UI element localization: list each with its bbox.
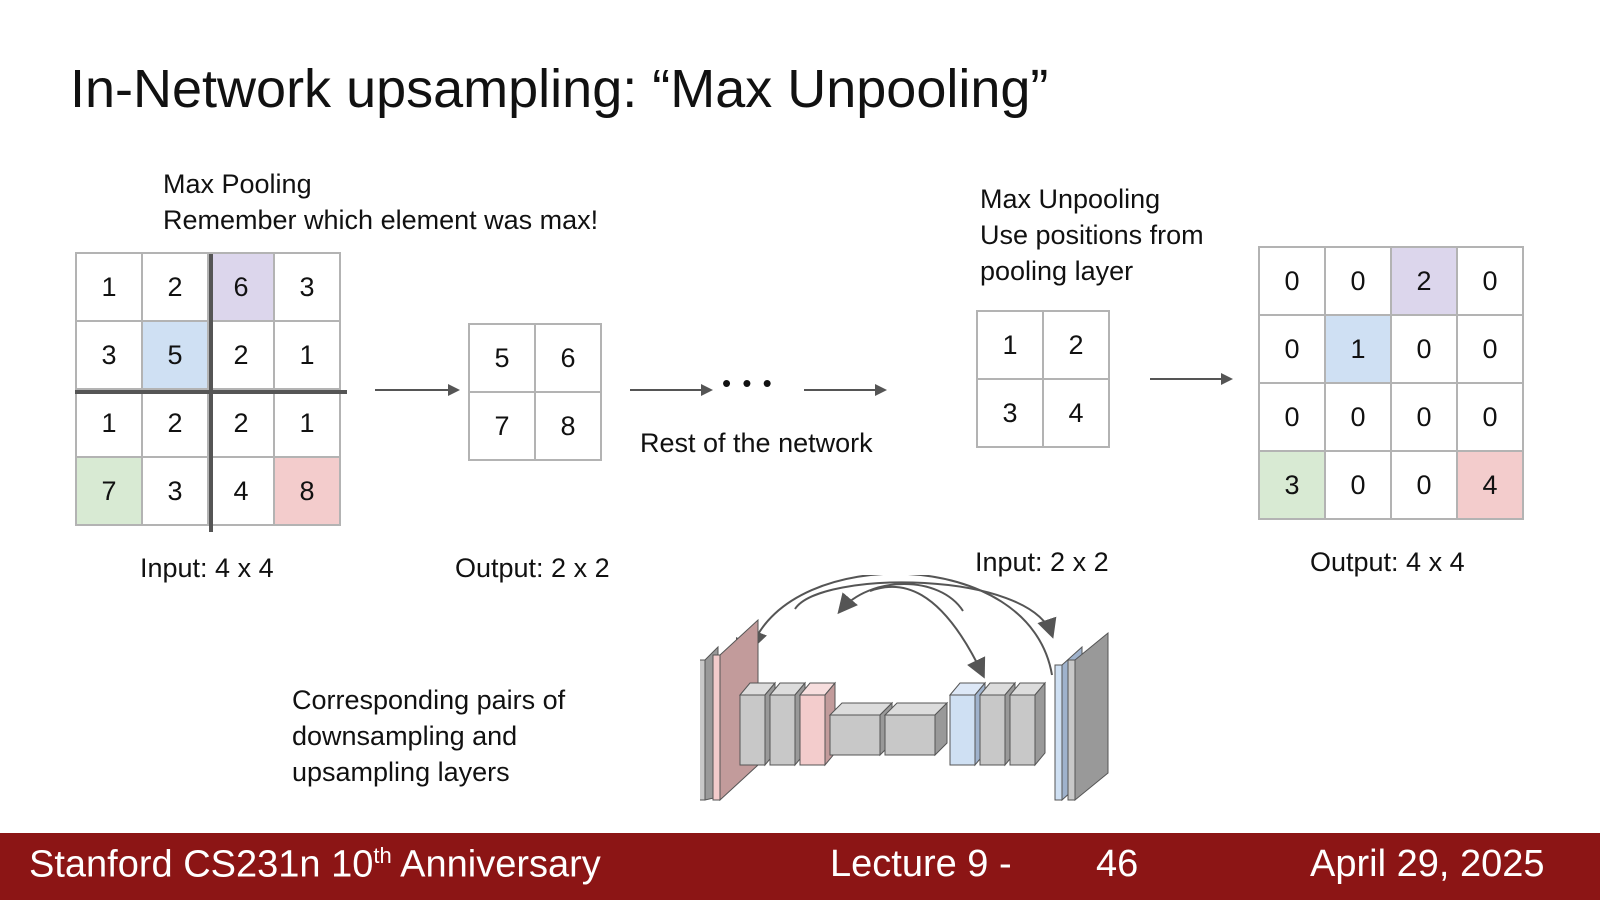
grid-cell: 2: [1390, 246, 1458, 316]
grid-cell: 7: [75, 456, 143, 526]
pool-output-grid: 5 6 7 8: [468, 323, 602, 461]
grid-cell: 3: [1258, 450, 1326, 520]
max-unpooling-desc-2: pooling layer: [980, 256, 1134, 286]
grid-cell: 3: [273, 252, 341, 322]
ellipsis: • • •: [722, 368, 774, 398]
grid-cell: 5: [468, 323, 536, 393]
bottleneck-layer: [828, 701, 894, 757]
inner-skip-arrow: [837, 583, 964, 615]
grid-cell: 6: [534, 323, 602, 393]
max-pooling-caption: Max Pooling Remember which element was m…: [163, 166, 598, 238]
grid-cell: 6: [207, 252, 275, 322]
pool-input-grid: 1 2 6 3 3 5 2 1 1 2 2 1 7 3 4 8: [75, 252, 341, 526]
grid-cell: 0: [1258, 382, 1326, 452]
pairs-caption: Corresponding pairs of downsampling and …: [292, 682, 565, 790]
grid-cell: 2: [207, 388, 275, 458]
grid-cell: 3: [976, 378, 1044, 448]
grid-cell: 1: [273, 320, 341, 390]
footer-lecture: Lecture 9 -: [830, 843, 1012, 885]
pairs-caption-line: downsampling and: [292, 721, 518, 751]
rest-of-network-label: Rest of the network: [640, 428, 873, 458]
bottleneck-layer: [883, 701, 949, 757]
grid-cell: 0: [1456, 314, 1524, 384]
encoder-decoder-diagram: [700, 575, 1109, 802]
footer-course-text: Stanford CS231n 10: [29, 843, 374, 886]
outer-skip-arrow: [748, 575, 1053, 676]
grid-cell: 5: [141, 320, 209, 390]
slide-title: In-Network upsampling: “Max Unpooling”: [70, 59, 1049, 119]
grid-cell: 0: [1390, 450, 1458, 520]
footer-bar: Stanford CS231n 10th Anniversary Lecture…: [0, 833, 1600, 900]
grid-cell: 0: [1258, 314, 1326, 384]
unpool-output-grid: 0 0 2 0 0 1 0 0 0 0 0 0 3 0 0 4: [1258, 246, 1524, 520]
decoder-layer: [1008, 681, 1047, 767]
arrow-icon: [804, 384, 887, 396]
grid-cell: 2: [207, 320, 275, 390]
grid-cell: 0: [1324, 382, 1392, 452]
pool-region-divider-horizontal: [75, 390, 347, 394]
grid-cell: 2: [141, 252, 209, 322]
grid-cell: 8: [534, 391, 602, 461]
grid-cell: 3: [141, 456, 209, 526]
pairs-caption-line: Corresponding pairs of: [292, 685, 566, 715]
grid-cell: 2: [1042, 310, 1110, 380]
arrow-icon: [630, 384, 713, 396]
footer-course: Stanford CS231n 10th Anniversary: [29, 843, 601, 887]
footer-course-sup: th: [373, 843, 392, 868]
max-unpooling-heading: Max Unpooling: [980, 184, 1161, 214]
grid-cell: 2: [141, 388, 209, 458]
max-pooling-subheading: Remember which element was max!: [163, 205, 599, 235]
unpool-output-label: Output: 4 x 4: [1310, 547, 1465, 577]
grid-cell: 1: [976, 310, 1044, 380]
footer-page-number: 46: [1096, 843, 1139, 885]
grid-cell: 0: [1324, 246, 1392, 316]
grid-cell: 0: [1390, 382, 1458, 452]
grid-cell: 4: [1456, 450, 1524, 520]
decoder-layer: [1067, 631, 1109, 802]
max-pooling-heading: Max Pooling: [163, 169, 312, 199]
arrow-icon: [1150, 373, 1233, 385]
unpool-input-label: Input: 2 x 2: [975, 547, 1109, 577]
grid-cell: 7: [468, 391, 536, 461]
pairs-caption-line: upsampling layers: [292, 757, 510, 787]
unpool-input-grid: 1 2 3 4: [976, 310, 1110, 448]
grid-cell: 4: [1042, 378, 1110, 448]
grid-cell: 1: [75, 252, 143, 322]
grid-cell: 4: [207, 456, 275, 526]
max-unpooling-caption: Max Unpooling Use positions from pooling…: [980, 181, 1204, 289]
grid-cell: 0: [1390, 314, 1458, 384]
grid-cell: 3: [75, 320, 143, 390]
arrow-icon: [375, 384, 460, 396]
grid-cell: 1: [1324, 314, 1392, 384]
max-unpooling-desc-1: Use positions from: [980, 220, 1204, 250]
footer-course-rest: Anniversary: [391, 843, 601, 886]
grid-cell: 0: [1258, 246, 1326, 316]
grid-cell: 1: [273, 388, 341, 458]
grid-cell: 8: [273, 456, 341, 526]
pool-input-label: Input: 4 x 4: [140, 553, 274, 583]
grid-cell: 1: [75, 388, 143, 458]
grid-cell: 0: [1324, 450, 1392, 520]
pool-output-label: Output: 2 x 2: [455, 553, 610, 583]
grid-cell: 0: [1456, 246, 1524, 316]
grid-cell: 0: [1456, 382, 1524, 452]
footer-date: April 29, 2025: [1310, 843, 1545, 885]
